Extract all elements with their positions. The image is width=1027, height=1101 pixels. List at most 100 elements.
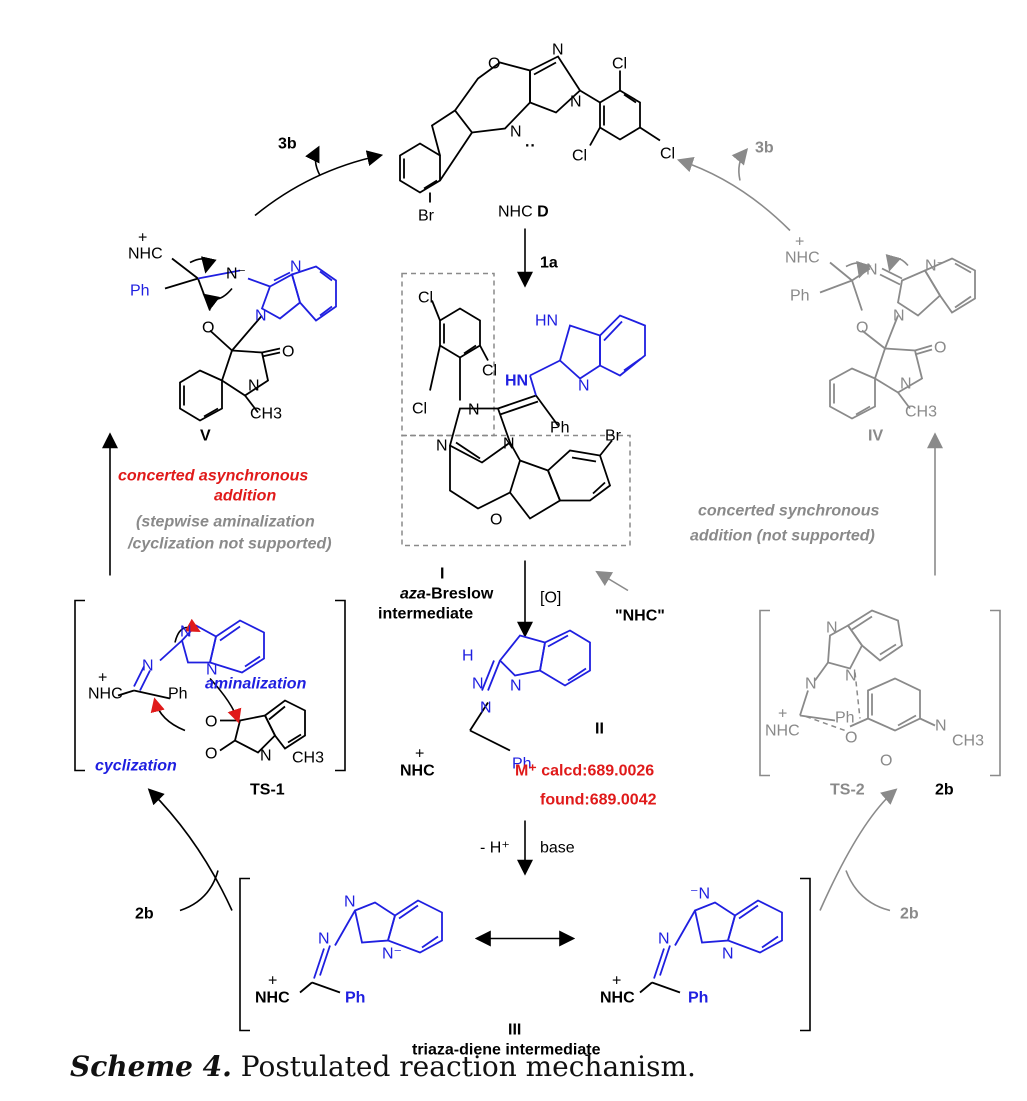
atom-n: N	[866, 262, 878, 279]
intermediate-v-id: V	[200, 428, 211, 445]
curved-arrow-red-3	[150, 697, 186, 732]
atom-n: N	[845, 668, 857, 685]
oxidation-label: [O]	[540, 590, 561, 607]
intermediate-iv: + NHC Ph N N⁻ N O O N CH3 IV	[785, 234, 976, 445]
atom-br: Br	[418, 208, 435, 225]
atom-cl: Cl	[572, 148, 587, 165]
atom-o: O	[202, 320, 214, 337]
ts1-id: TS-1	[250, 782, 285, 799]
curved-arrow-v-2	[202, 287, 233, 310]
curved-arrow-red-2	[209, 677, 242, 724]
atom-o: O	[205, 714, 217, 731]
intermediate-ii: H N N N + NHC Ph II M⁺ calcd:689.0026 fo…	[400, 629, 657, 809]
nhc-label: NHC	[600, 990, 635, 1007]
atom-o: O	[856, 320, 868, 337]
atom-o: O	[282, 344, 294, 361]
curved-arrow-v	[189, 256, 217, 274]
nhc-label: NHC	[128, 246, 163, 263]
methyl-label: CH3	[905, 404, 937, 421]
transition-state-ts2: N N N + NHC Ph O O N CH3 TS-2 2b	[759, 609, 1001, 799]
atom-h: H	[462, 648, 474, 665]
atom-n-minus: N⁻	[925, 258, 945, 275]
annotation-right-line1: concerted synchronous	[698, 503, 879, 520]
annotation-right-line2: addition (not supported)	[690, 528, 875, 545]
reagent-2b-right: 2b	[900, 906, 919, 923]
carbene-lone-pair: ··	[525, 138, 536, 155]
atom-n: N	[900, 376, 912, 393]
atom-n: N	[805, 676, 817, 693]
annotation-left: concerted asynchronous addition (stepwis…	[118, 468, 332, 553]
atom-n-minus: N	[826, 620, 838, 637]
transition-state-ts1: N N N + NHC Ph O O N CH3 aminalization c…	[74, 599, 346, 799]
charge-plus: +	[98, 670, 107, 687]
arrow-v-to-d	[254, 150, 384, 217]
annotation-left-line1: concerted asynchronous	[118, 468, 308, 485]
atom-hn-ring: HN	[535, 313, 558, 330]
atom-n: N	[935, 718, 947, 735]
arrow-3b-out-right	[731, 148, 749, 181]
atom-n-minus: N⁻	[226, 266, 246, 283]
ms-calcd: M⁺ calcd:689.0026	[515, 763, 654, 780]
deprotonation-label: - H⁺	[480, 840, 510, 857]
charge-plus: +	[612, 973, 621, 990]
atom-cl: Cl	[412, 401, 427, 418]
phenyl-label: Ph	[130, 283, 150, 300]
atom-n-minus: N	[180, 624, 192, 641]
atom-o: O	[934, 340, 946, 357]
atom-n: N	[436, 438, 448, 455]
annotation-left-line3: (stepwise aminalization	[136, 514, 315, 531]
triaza-diene-intermediate-iii: N N N⁻ + NHC Ph ⁻N N N + NHC Ph III tria…	[239, 877, 811, 1059]
atom-n: N	[290, 259, 302, 276]
arrow-iii-to-ts1	[147, 788, 233, 911]
atom-n-minus: N⁻	[382, 946, 402, 963]
atom-n: N	[503, 436, 515, 453]
triaza-diene-name: triaza-diene intermediate	[412, 1042, 601, 1059]
atom-n-minus: ⁻N	[690, 886, 710, 903]
atom-nh: HN	[505, 373, 528, 390]
charge-plus: +	[268, 973, 277, 990]
forming-bond	[854, 672, 861, 719]
annotation-left-line4: /cyclization not supported)	[127, 536, 332, 553]
atom-n: N	[570, 94, 582, 111]
nhc-catalyst-d: O N N N ·· Cl Cl Cl Br NHC D	[399, 42, 675, 225]
atom-n-ring: N	[578, 378, 590, 395]
phenyl-label: Ph	[168, 686, 188, 703]
methyl-label: CH3	[250, 406, 282, 423]
charge-plus: +	[415, 746, 424, 763]
scheme-caption: Scheme 4. Postulated reaction mechanism.	[70, 1050, 696, 1083]
phenyl-label: Ph	[790, 288, 810, 305]
atom-n: N	[510, 678, 522, 695]
highlight-box-indane	[401, 434, 631, 547]
atom-n: N	[206, 662, 218, 679]
aminalization-label: aminalization	[205, 676, 307, 693]
ms-found: found:689.0042	[540, 792, 657, 809]
product-3b-right: 3b	[755, 140, 774, 157]
annotation-right: concerted synchronous addition (not supp…	[690, 503, 879, 545]
atom-n: N	[344, 894, 356, 911]
arrow-iii-to-ts2	[819, 788, 898, 911]
atom-o: O	[490, 512, 502, 529]
intermediate-ii-id: II	[595, 721, 604, 738]
nhc-label: NHC	[765, 723, 800, 740]
atom-n: N	[552, 42, 564, 59]
caption-text: Postulated reaction mechanism.	[240, 1050, 696, 1083]
charge-plus: +	[795, 234, 804, 251]
atom-o: O	[880, 753, 892, 770]
atom-n: N	[658, 931, 670, 948]
arrow-2b-in-left	[179, 870, 219, 912]
phenyl-label: Ph	[688, 990, 708, 1007]
phenyl-label: Ph	[345, 990, 365, 1007]
atom-cl: Cl	[418, 290, 433, 307]
step-1a-label: 1a	[540, 255, 558, 272]
atom-n: N	[248, 378, 260, 395]
atom-o: O	[845, 730, 857, 747]
intermediate-iv-id: IV	[868, 428, 883, 445]
intermediate-i-id: I	[440, 566, 444, 583]
atom-br: Br	[605, 428, 622, 445]
atom-n: N	[510, 124, 522, 141]
nhc-label: NHC	[255, 990, 290, 1007]
atom-cl: Cl	[660, 146, 675, 163]
atom-o: O	[205, 746, 217, 763]
ts2-id: TS-2	[830, 782, 865, 799]
